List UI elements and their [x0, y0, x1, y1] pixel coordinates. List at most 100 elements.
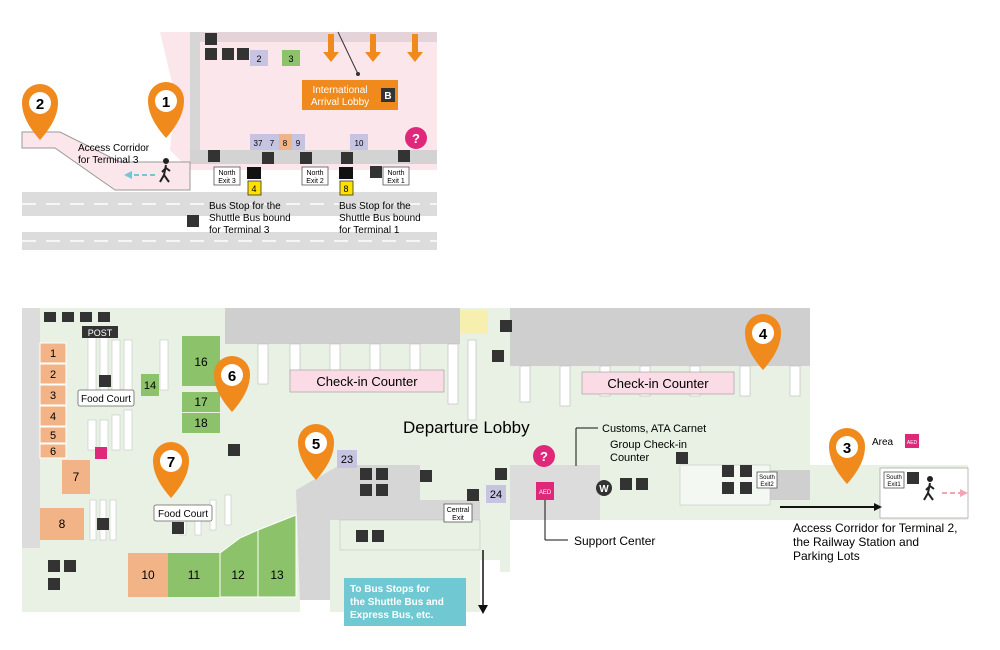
shop-icon	[341, 152, 353, 164]
marker-pin-1-label: 1	[162, 94, 170, 111]
shop-18-label: 18	[194, 416, 208, 430]
central-exit[interactable]	[443, 503, 473, 523]
post-box[interactable]	[82, 326, 118, 338]
shop-3[interactable]	[39, 384, 67, 406]
food-court-2[interactable]	[153, 504, 213, 522]
info-point-label: ?	[540, 449, 548, 464]
arrival-lobby-pointer-dot	[356, 72, 360, 76]
shop-5-label: 5	[50, 430, 56, 442]
shop-icon	[420, 470, 432, 482]
arrival-lobby-line1: International	[312, 85, 367, 96]
marker-pin-6-label: 6	[228, 368, 236, 385]
bus-stop-4[interactable]	[247, 180, 262, 196]
locker-icon	[228, 444, 240, 456]
marker-pin-6[interactable]: 6	[214, 356, 250, 412]
shop-18[interactable]	[182, 413, 220, 433]
shop-7-label: 7	[73, 470, 80, 484]
road-lower	[22, 232, 437, 250]
arrow-down-icon	[478, 605, 488, 614]
shop-13-label: 13	[270, 568, 284, 582]
marker-pin-2[interactable]: 2	[22, 84, 58, 140]
marker-pin-5[interactable]: 5	[298, 424, 334, 480]
shop-2[interactable]	[39, 363, 67, 385]
locker-icon	[722, 465, 734, 477]
north-exit-3[interactable]	[213, 166, 241, 186]
marker-pin-4[interactable]: 4	[745, 314, 781, 370]
food-court-2-label: Food Court	[158, 509, 208, 520]
gate-24[interactable]	[486, 485, 506, 503]
phone-icon	[500, 320, 512, 332]
gate-2[interactable]	[250, 50, 268, 66]
south-exit-2-l2: Exit2	[760, 482, 774, 488]
marker-pin-3[interactable]: 3	[829, 428, 865, 484]
shop-4[interactable]	[39, 405, 67, 427]
shop-5[interactable]	[39, 426, 67, 444]
shop-14[interactable]	[141, 374, 159, 396]
exchange-icon	[907, 472, 919, 484]
marker-pin-7[interactable]: 7	[153, 442, 189, 498]
north-exit-2[interactable]	[301, 166, 329, 186]
elevator-block	[460, 310, 488, 334]
shop-10[interactable]	[128, 553, 168, 597]
shop-2-label: 2	[50, 369, 56, 381]
walk-arrow-head	[124, 171, 132, 179]
arrival-upper-wall	[200, 32, 437, 42]
support-center-label: Support Center	[574, 534, 655, 548]
central-exit-l2: Exit	[452, 515, 464, 522]
south-exit-1[interactable]	[883, 471, 905, 489]
north-exit-1-l2: Exit 1	[387, 178, 405, 185]
arrival-building-wall	[190, 32, 200, 150]
central-exit-l1: Central	[447, 507, 470, 514]
restroom-icon	[205, 33, 217, 45]
food-court-1[interactable]	[77, 389, 135, 407]
info-point-top[interactable]	[405, 127, 427, 149]
exit-sign-icon	[467, 489, 479, 501]
gate-23-label: 23	[341, 454, 353, 466]
shop-12-label: 12	[231, 568, 245, 582]
gate-8[interactable]	[279, 134, 292, 150]
shop-13[interactable]	[257, 514, 297, 598]
gate-9[interactable]	[292, 134, 305, 150]
arrival-building-bar	[190, 150, 437, 164]
arrival-lobby-pointer	[337, 31, 359, 75]
bus-stop-t3-line2: Shuttle Bus bound	[209, 213, 291, 224]
access-corridor-t3-line1: Access Corridor	[78, 143, 150, 154]
gate-7[interactable]	[266, 134, 279, 150]
shop-1[interactable]	[39, 342, 67, 364]
info-i-icon	[740, 465, 752, 477]
toilet-icon	[376, 468, 388, 480]
info-point-top-label: ?	[412, 131, 420, 146]
gate-37[interactable]	[250, 134, 266, 150]
marker-pin-5-label: 5	[312, 436, 320, 453]
top-map: 2 3 37 7 8 9 10 International Arri	[21, 31, 437, 250]
checkin-counter-2[interactable]	[581, 371, 735, 395]
shop-6[interactable]	[39, 443, 67, 459]
w-marker-label: W	[599, 484, 609, 495]
bus-stops-box[interactable]	[344, 578, 466, 626]
shop-8-label: 8	[59, 517, 66, 531]
checkin-counter-1-label: Check-in Counter	[316, 374, 418, 389]
shop-17[interactable]	[182, 392, 220, 412]
shop-11[interactable]	[168, 553, 220, 597]
info-point[interactable]	[533, 445, 555, 467]
shop-7[interactable]	[62, 460, 90, 494]
bus-stop-8-number: 8	[343, 184, 348, 194]
gate-10[interactable]	[350, 134, 368, 150]
exchange-icon	[370, 166, 382, 178]
shop-16[interactable]	[182, 336, 220, 386]
bag-icon	[722, 482, 734, 494]
bus-stop-8[interactable]	[339, 180, 354, 196]
group-checkin-l2: Counter	[610, 452, 649, 464]
shop-3-label: 3	[50, 390, 56, 402]
gate-3[interactable]	[282, 50, 300, 66]
checkin-counter-1[interactable]	[289, 369, 445, 393]
marker-pin-1[interactable]: 1	[148, 82, 184, 138]
south-exit-2[interactable]	[756, 471, 778, 489]
north-exit-2-l1: North	[306, 170, 323, 177]
north-exit-1-l1: North	[387, 170, 404, 177]
north-exit-1[interactable]	[382, 166, 410, 186]
restroom-icon	[62, 312, 74, 322]
exit-sign-icon	[99, 375, 111, 387]
shop-8[interactable]	[40, 508, 84, 540]
gate-23[interactable]	[337, 450, 357, 468]
